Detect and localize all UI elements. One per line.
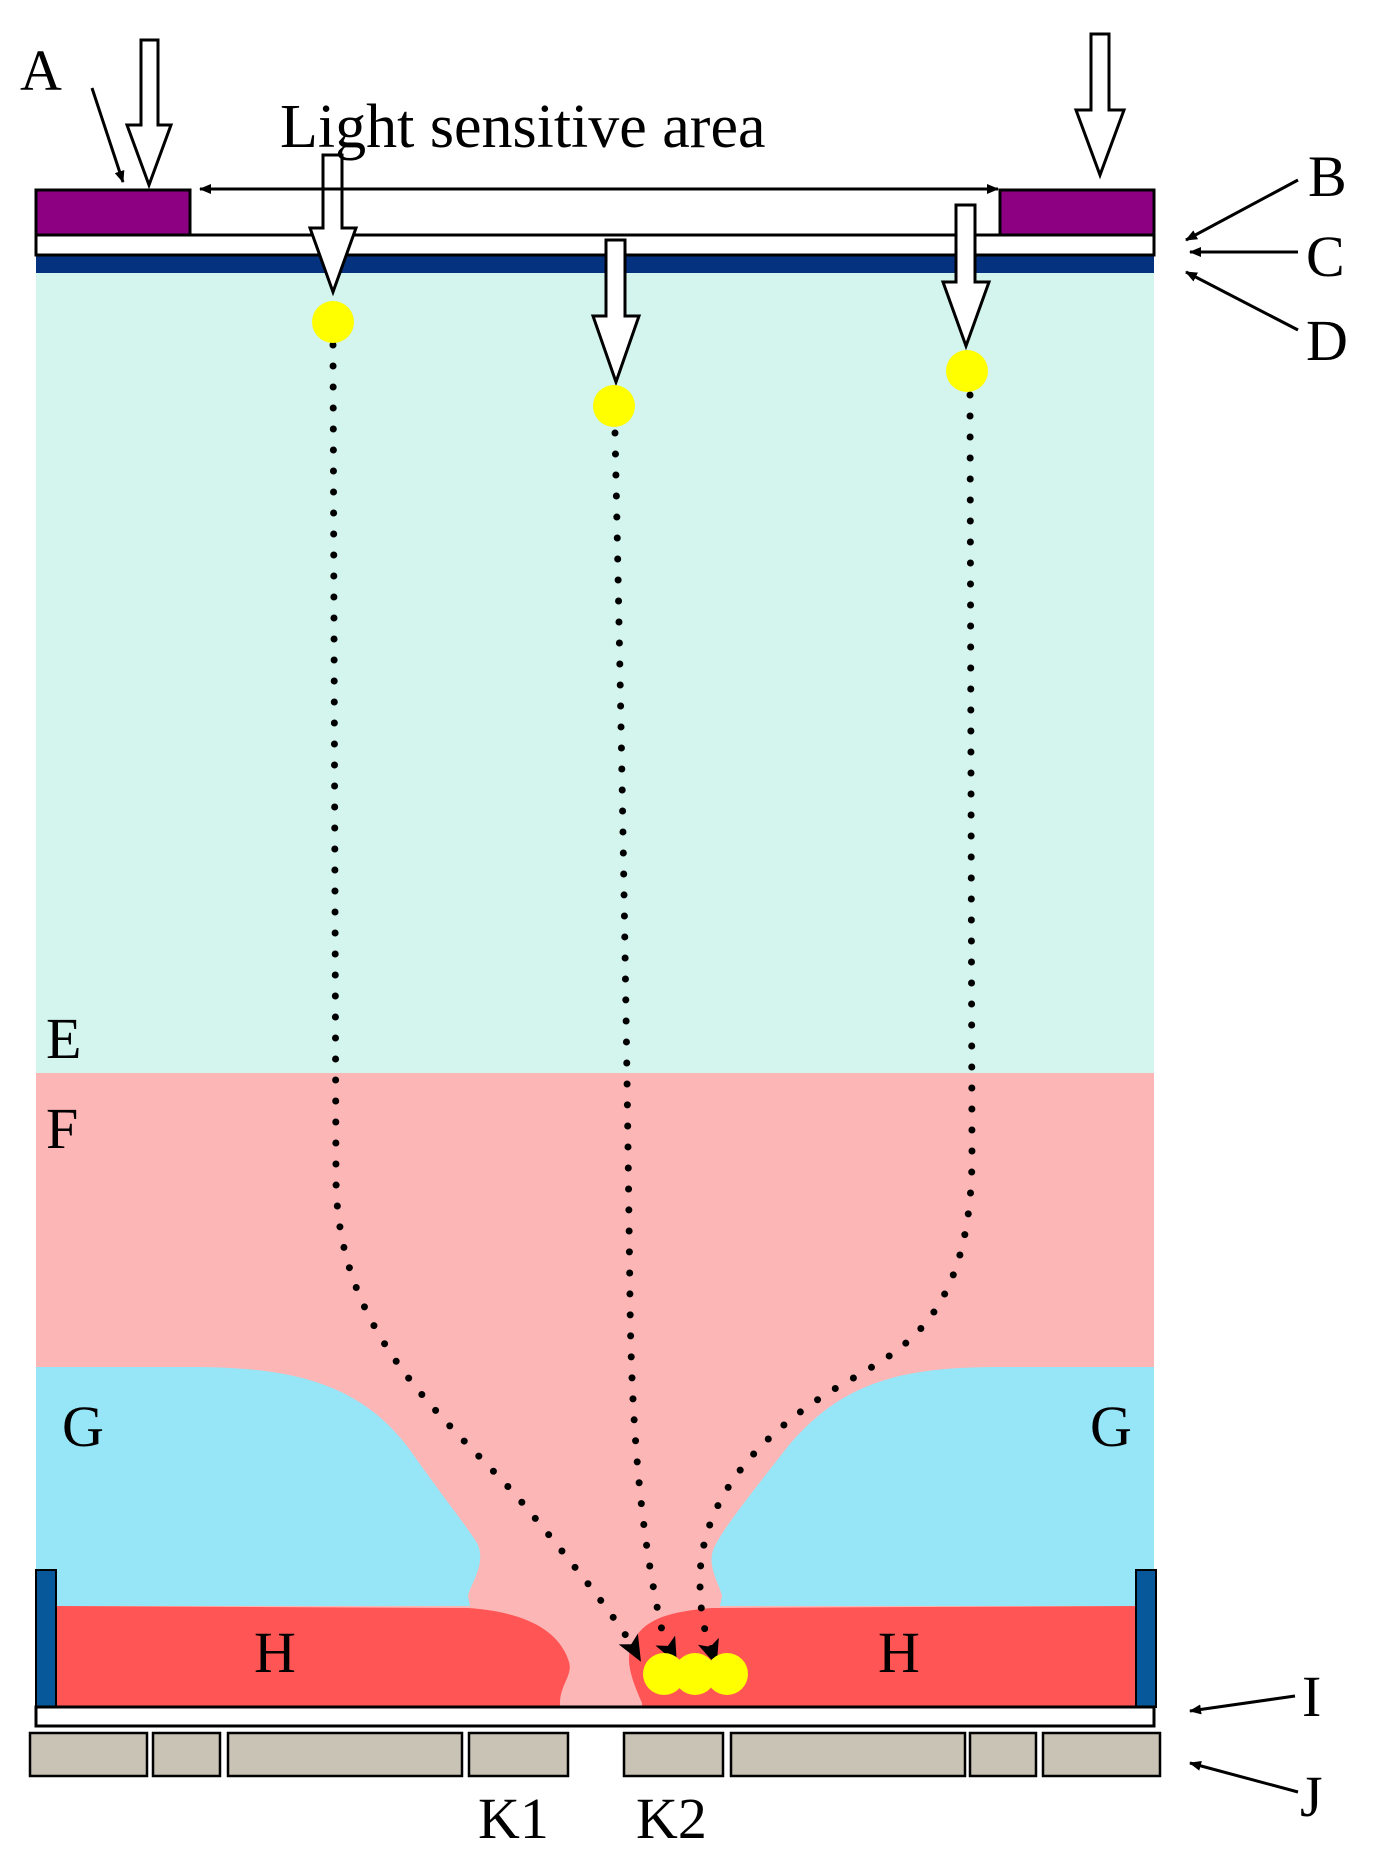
pad — [151, 1731, 222, 1778]
label-a: A — [20, 38, 62, 103]
carrier-dot — [593, 385, 635, 427]
region-h-right — [628, 1606, 1138, 1708]
region-h-left — [56, 1606, 570, 1708]
pad — [968, 1731, 1038, 1778]
label-g-left: G — [62, 1394, 104, 1459]
label-h-left: H — [254, 1620, 296, 1685]
pointer-d — [1185, 270, 1299, 332]
top-contact-left — [34, 188, 192, 237]
pad — [729, 1731, 967, 1778]
region-g-right — [711, 1367, 1154, 1606]
label-g-right: G — [1090, 1394, 1132, 1459]
pad — [226, 1731, 464, 1778]
light-arrow-icon — [124, 38, 174, 190]
pointer-j — [1189, 1761, 1299, 1794]
light-arrow-icon — [590, 238, 642, 387]
pad-k1 — [467, 1731, 570, 1778]
pad-k2 — [622, 1731, 725, 1778]
light-sensitive-area-label: Light sensitive area — [280, 93, 766, 161]
label-k2: K2 — [636, 1786, 707, 1851]
label-k1: K1 — [478, 1786, 549, 1851]
light-arrow-icon — [940, 203, 992, 351]
carrier-path-right — [696, 391, 976, 1654]
bottom-layer-i — [34, 1705, 1156, 1728]
layer-e — [36, 272, 1154, 1073]
carrier-dot — [706, 1653, 748, 1695]
label-b: B — [1308, 144, 1347, 209]
carrier-dots — [312, 301, 988, 1695]
carrier-dot — [312, 301, 354, 343]
carrier-dot — [643, 1653, 685, 1695]
carrier-dot — [674, 1653, 716, 1695]
side-wall-left — [35, 1569, 57, 1708]
bottom-pad-row — [28, 1731, 1162, 1778]
pointer-i — [1189, 1694, 1296, 1715]
carrier-path-middle — [611, 429, 670, 1652]
pad — [1041, 1731, 1162, 1778]
top-layer-d — [36, 254, 1154, 273]
label-c: C — [1306, 224, 1345, 289]
label-j: J — [1300, 1764, 1323, 1829]
pointer-b — [1185, 178, 1299, 242]
pad — [28, 1731, 149, 1778]
window-layer-c — [34, 233, 1156, 257]
carrier-dot — [946, 350, 988, 392]
light-arrow-icon — [1073, 32, 1127, 180]
light-arrow-icon — [307, 153, 359, 297]
label-e: E — [46, 1006, 81, 1071]
label-d: D — [1306, 308, 1348, 373]
label-f: F — [46, 1096, 78, 1161]
label-i: I — [1302, 1664, 1321, 1729]
region-g-left — [36, 1367, 481, 1606]
pointer-a — [90, 87, 125, 183]
side-wall-right — [1135, 1569, 1157, 1708]
label-h-right: H — [878, 1620, 920, 1685]
top-contact-right — [998, 188, 1156, 237]
